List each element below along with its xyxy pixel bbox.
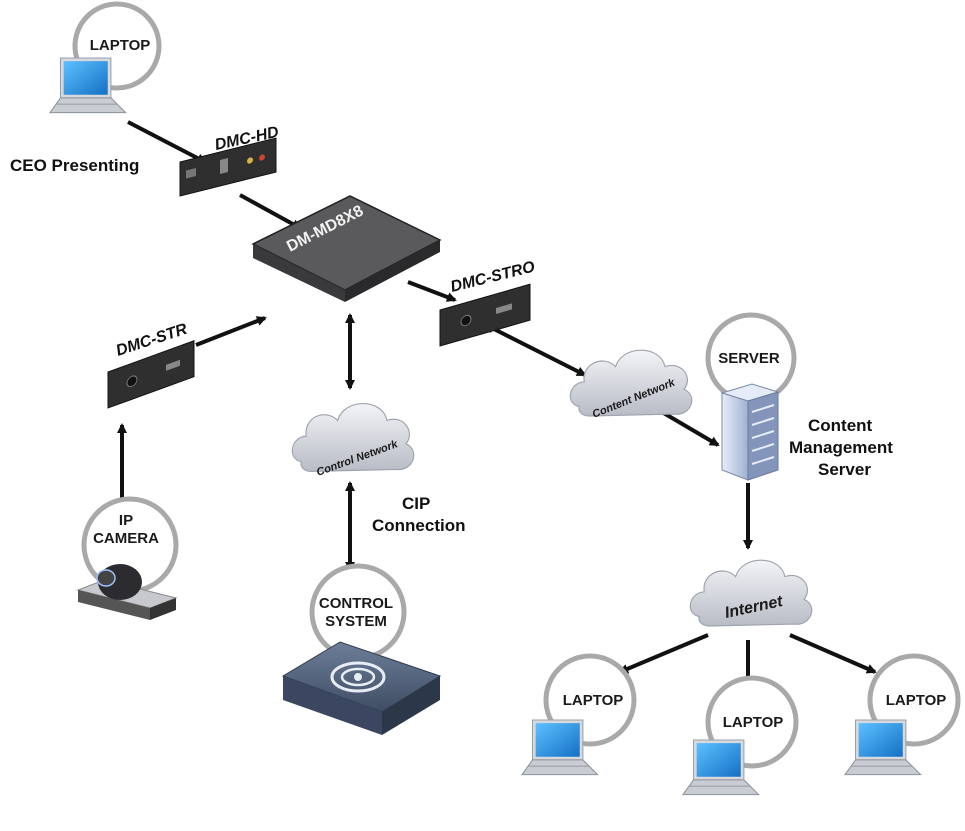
ip-camera-node: IP CAMERA <box>76 496 179 620</box>
arrow-switcher-to-dmcstro <box>407 280 457 302</box>
cip-connection-label: CIP Connection <box>372 494 466 535</box>
dmc-hd-node: DMC-HD <box>179 124 281 197</box>
arrow-laptop-to-dmchd <box>127 120 207 164</box>
control-network-cloud: Control Network <box>291 402 415 479</box>
control-system-node: CONTROL SYSTEM <box>281 563 442 735</box>
server-label: SERVER <box>718 350 780 367</box>
cms-line-1: Content <box>808 416 873 435</box>
control-system-label-2: SYSTEM <box>325 613 387 630</box>
control-box-left <box>283 676 382 735</box>
arrow-dmchd-to-switcher <box>239 193 302 230</box>
laptop-left-label: LAPTOP <box>563 692 624 709</box>
arrow-dmcstro-contentnet <box>484 323 587 377</box>
control-box-right <box>382 676 440 735</box>
dmc-stro-card <box>439 283 531 347</box>
switcher-right-face <box>345 240 440 302</box>
cms-line-3: Server <box>818 460 871 479</box>
ip-camera-label-1: IP <box>119 512 133 529</box>
control-system-bubble <box>309 563 407 661</box>
internet-cloud: Internet <box>689 559 813 627</box>
arrow-internet-to-laptop-right <box>789 633 877 674</box>
laptop-right-label: LAPTOP <box>886 692 947 709</box>
ceo-laptop-label: LAPTOP <box>90 37 151 54</box>
laptop-center-label: LAPTOP <box>723 714 784 731</box>
laptop-center-node: LAPTOP <box>682 675 799 796</box>
dmc-stro-node: DMC-STRO <box>439 258 537 347</box>
server-rack-icon <box>720 383 780 481</box>
dmc-str-card <box>107 340 195 409</box>
control-system-label-1: CONTROL <box>319 595 393 612</box>
ceo-caption: CEO Presenting <box>10 156 139 175</box>
arrow-internet-to-laptop-left <box>618 633 709 674</box>
ip-camera-icon <box>76 564 178 620</box>
switcher-node: DM-MD8X8 <box>251 195 442 302</box>
cip-line-2: Connection <box>372 516 466 535</box>
dmc-str-node: DMC-STR <box>107 321 195 409</box>
laptop-left-node: LAPTOP <box>521 653 637 776</box>
arrow-dmcstr-to-switcher <box>195 316 267 347</box>
connectors <box>117 120 877 687</box>
cms-line-2: Management <box>789 438 893 457</box>
laptop-right-node: LAPTOP <box>844 653 961 776</box>
switcher-left-face <box>253 244 345 302</box>
ceo-laptop-node: LAPTOP CEO Presenting <box>10 1 162 175</box>
ip-camera-label-2: CAMERA <box>93 530 159 547</box>
cip-line-1: CIP <box>402 494 430 513</box>
dmc-hd-card <box>179 137 277 197</box>
crestron-swirl-icon <box>330 661 386 693</box>
content-network-cloud: Content Network <box>569 349 693 421</box>
server-node: SERVER Content Management Server <box>705 312 893 481</box>
